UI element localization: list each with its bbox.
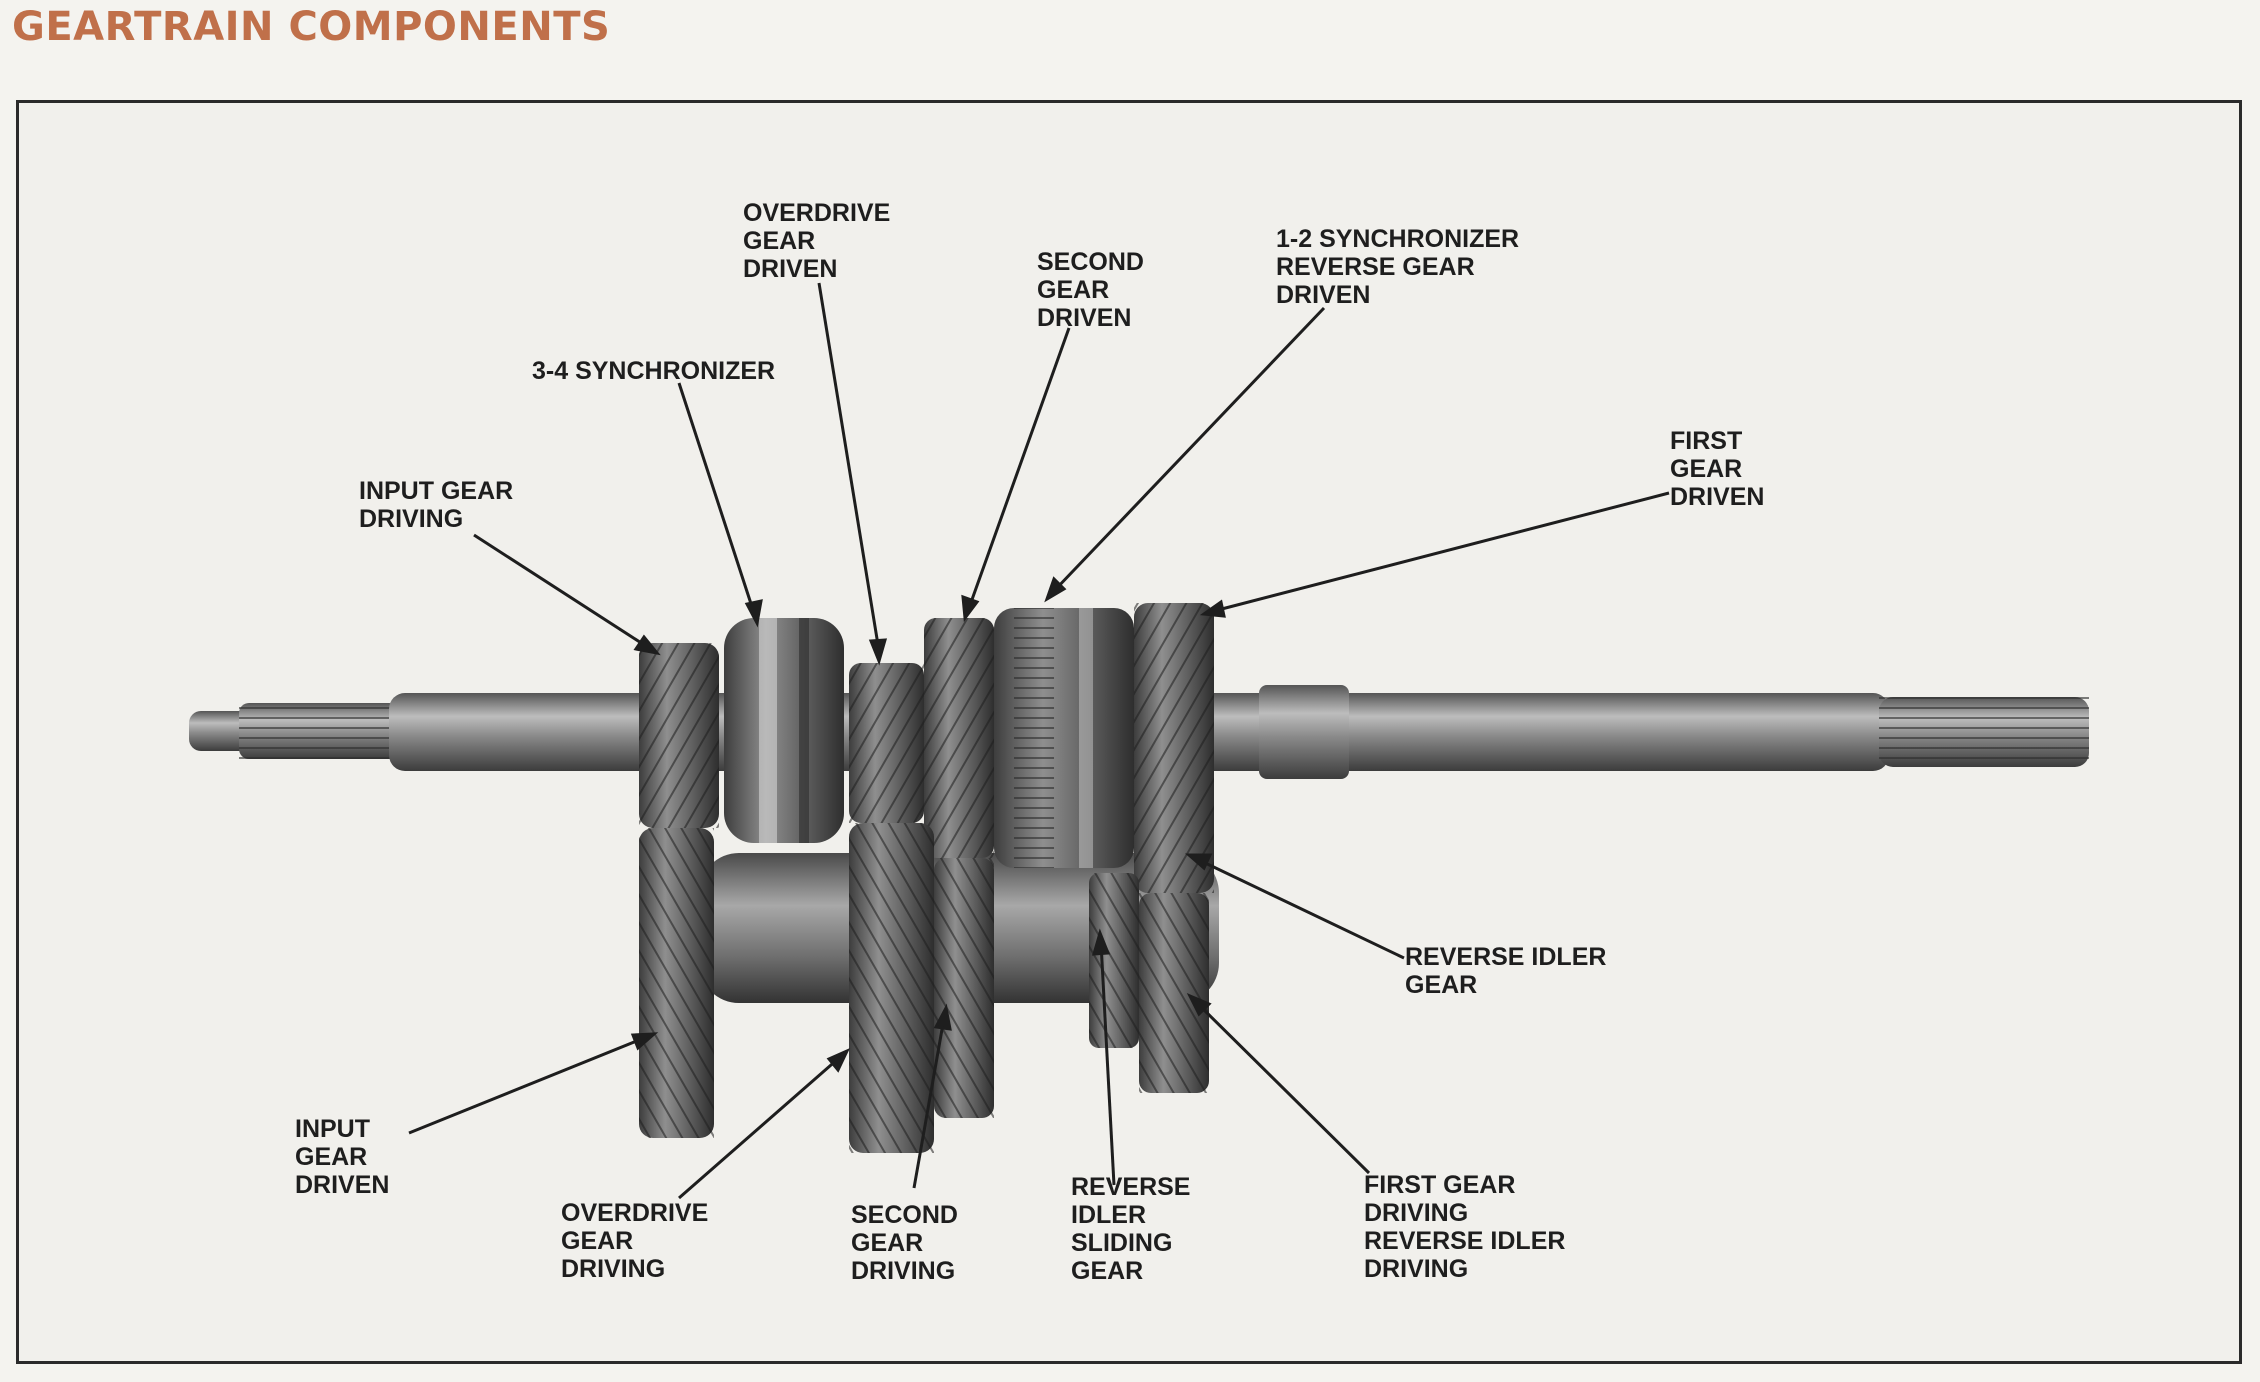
label-first-gear-driven: FIRST GEAR DRIVEN [1670,427,1765,511]
label-input-gear-driving: INPUT GEAR DRIVING [359,477,514,533]
label-input-gear-driven: INPUT GEAR DRIVEN [295,1115,390,1199]
geartrain-figure: OVERDRIVE GEAR DRIVEN SECOND GEAR DRIVEN… [16,100,2242,1364]
label-synchronizer-3-4: 3-4 SYNCHRONIZER [532,357,776,385]
leader-second-gear-driven [967,327,1071,609]
label-reverse-idler-gear: REVERSE IDLER GEAR [1405,943,1607,999]
label-second-gear-driven: SECOND GEAR DRIVEN [1037,248,1144,332]
leader-first-gear-driven [1213,491,1670,613]
label-first-gear-driving-reverse-idler-driving: FIRST GEAR DRIVING REVERSE IDLER DRIVING [1364,1171,1566,1283]
leader-synchronizer-1-2 [1052,306,1326,593]
label-reverse-idler-sliding-gear: REVERSE IDLER SLIDING GEAR [1071,1173,1191,1285]
leader-second-gear-driving [912,1017,946,1189]
label-overdrive-gear-driven: OVERDRIVE GEAR DRIVEN [743,199,891,283]
leader-input-gear-driving [473,533,650,650]
synchronizer-3-4 [724,618,844,843]
label-overdrive-gear-driving: OVERDRIVE GEAR DRIVING [561,1199,709,1283]
label-second-gear-driving: SECOND GEAR DRIVING [851,1201,958,1285]
leader-reverse-idler-gear [1198,858,1405,960]
leader-input-gear-driven [408,1036,645,1135]
leader-reverse-idler-sliding-gear [1099,942,1116,1186]
leader-first-gear-driving [1195,1001,1371,1175]
leader-synchronizer-3-4 [677,382,756,614]
page-title: GEARTRAIN COMPONENTS [12,4,611,50]
leader-overdrive-gear-driving [678,1056,840,1200]
leader-overdrive-gear-driven [817,282,881,652]
geartrain-illustration [189,282,2089,1200]
label-synchronizer-1-2-reverse-gear-driven: 1-2 SYNCHRONIZER REVERSE GEAR DRIVEN [1276,225,1520,309]
